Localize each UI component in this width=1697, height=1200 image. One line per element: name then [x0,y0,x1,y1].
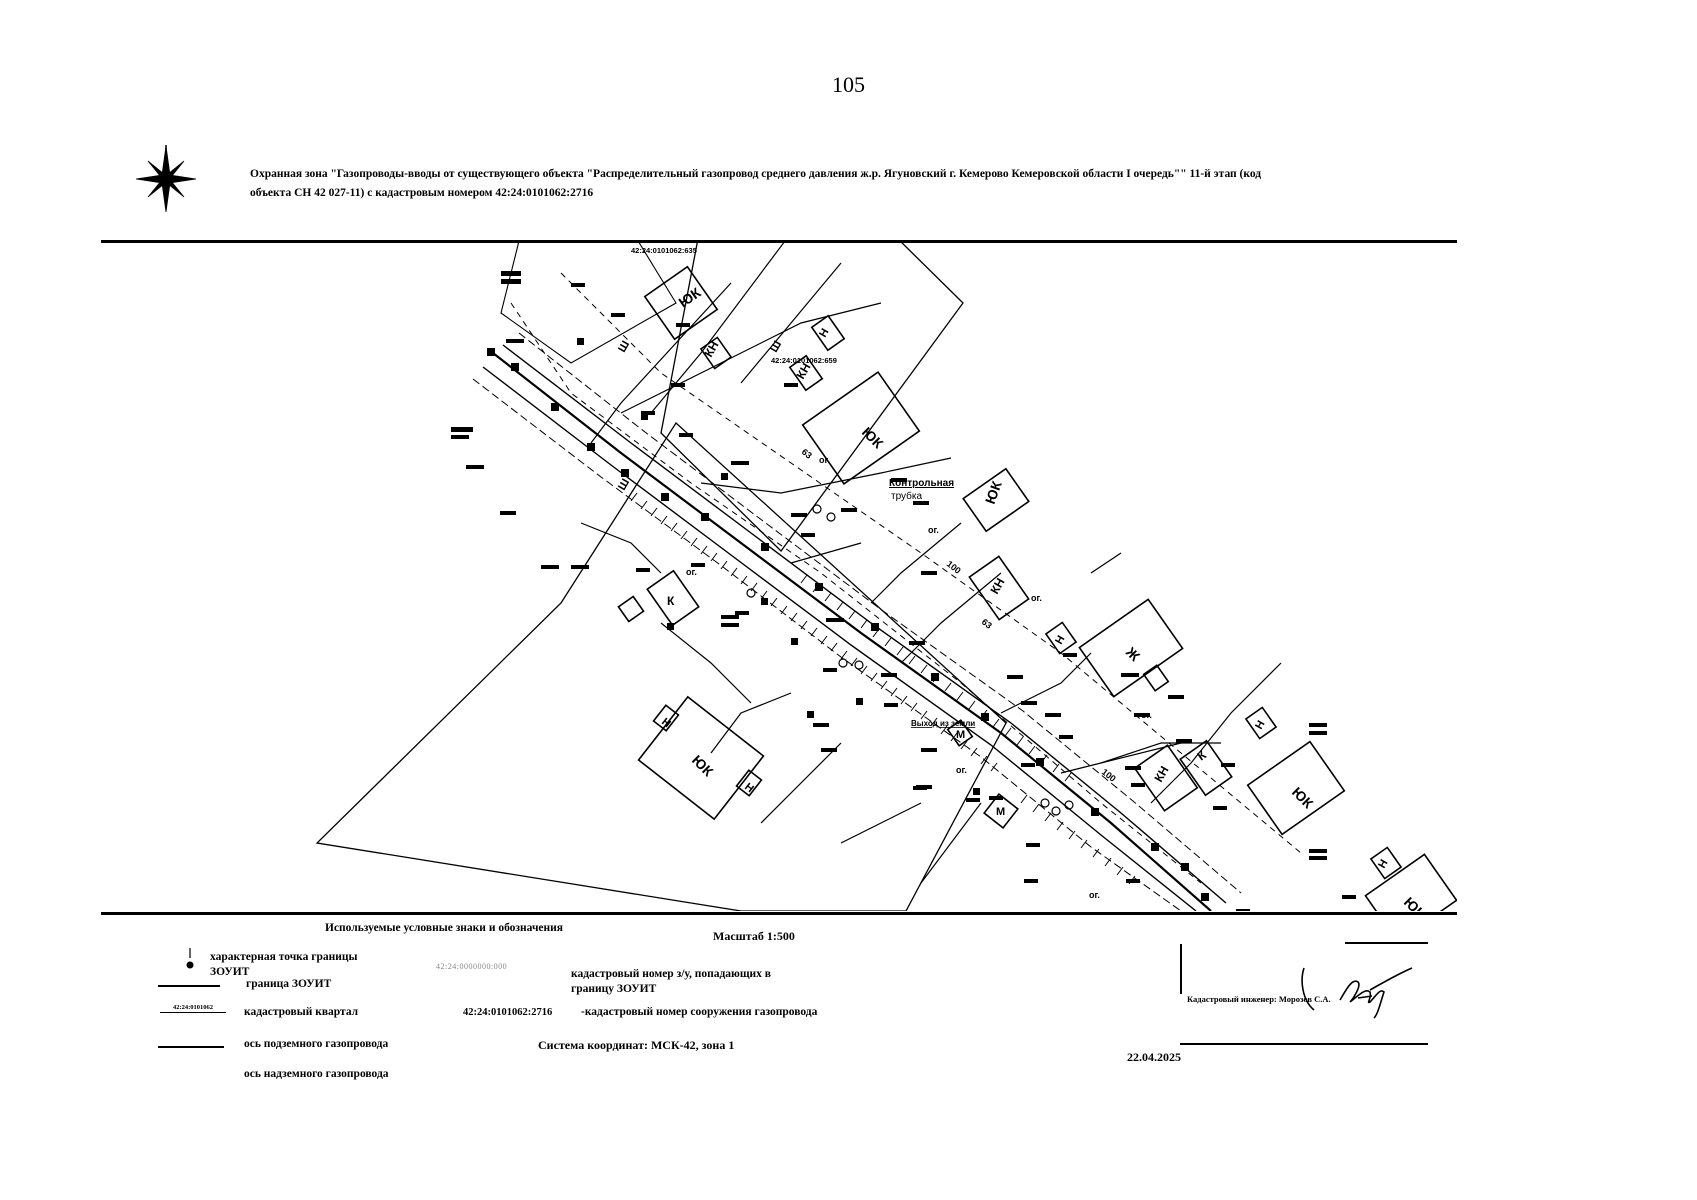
boundary-line-symbol [158,985,220,987]
pipeline-corridor [472,332,1242,911]
label-cad-top: 42:24:0101062:635 [631,246,697,255]
label-building-n-2: Н [1053,634,1067,647]
legend-item-cadastre-block: кадастровый квартал [244,1006,359,1018]
coordinate-system: Система координат: МСК-42, зона 1 [538,1038,735,1052]
underground-line-symbol [158,1046,224,1048]
label-building-yuk-2: ЮК [859,424,887,452]
signature-line-bottom [1180,1043,1428,1045]
legend-item-point: характерная точка границы ЗОУИТ [210,950,357,980]
parcel-number-sample: 42:24:0000000:000 [436,962,508,971]
document-title: Охранная зона "Газопроводы-вводы от суще… [250,165,1420,203]
title-line-1: Охранная зона "Газопроводы-вводы от суще… [250,168,1262,180]
buildings [617,265,1457,911]
legend-heading: Используемые условные знаки и обозначени… [325,922,564,934]
legend-item-structure: -кадастровый номер сооружения газопровод… [581,1006,818,1018]
signature-date: 22.04.2025 [1127,1050,1181,1064]
legend-item-aboveground: ось надземного газопровода [244,1068,389,1080]
label-building-kn-3: КН [987,576,1007,597]
label-building-k-1: К [667,594,675,608]
title-line-2: объекта СН 42 027-11) с кадастровым номе… [250,187,594,199]
parcel-north-small [500,243,677,364]
label-building-yuk-4: ЮК [689,752,717,780]
label-building-yuk-5: ЮК [1289,784,1317,812]
legend-item-point-line2: ЗОУИТ [210,966,250,978]
label-fence-2: ог. [819,455,830,465]
label-building-n-5: Н [659,716,673,730]
label-building-kn-1: КН [701,339,721,360]
label-building-zh-1: Ж [1122,643,1143,664]
page-number: 105 [832,72,865,97]
parcel-large-north [660,243,964,552]
label-building-yuk-3: ЮК [982,479,1005,506]
map-frame-bottom [101,912,1457,915]
engineer-label: Кадастровый инженер: Морозов С.А. [1187,994,1331,1004]
structure-number-sample: 42:24:0101062:2716 [463,1007,553,1018]
parcel-edge-dashed-1 [510,302,1202,884]
label-fence-5: ог. [1141,710,1152,720]
legend-item-parcel-line2: границу ЗОУИТ [571,983,657,995]
well-markers [746,504,1074,816]
label-d63-2: 63 [980,617,994,631]
label-fence-7: ог. [1089,890,1100,900]
pipeline-ticks [630,492,1136,885]
label-building-kn-4: КН [1151,764,1171,785]
label-sh-2: Ш [768,339,784,355]
scale-label: Масштаб 1:500 [713,929,795,943]
label-building-m-2: М [996,806,1005,818]
cadastral-map: 42:24:0101062:635 42:24:0101062:659 Конт… [315,243,1457,911]
legend-item-parcel-line1: кадастровый номер з/у, попадающих в [571,968,772,980]
label-sh-3: Ш [616,339,632,355]
signature-line-top [1345,942,1428,944]
label-fence-3: ог. [928,525,939,535]
parcel-large-southwest [315,422,1007,911]
utility-lines [580,243,1282,884]
label-building-yuk-1: ЮК [676,284,704,311]
label-building-n-3: Н [1253,719,1267,732]
label-d100-1: 100 [945,559,963,576]
label-sh-1: Ш [616,477,632,493]
parcel-edge-dashed-2 [560,272,1302,854]
label-building-yuk-6: ЮК [1401,894,1429,911]
label-building-k-2: К [1195,747,1210,763]
cadastre-block-sample: 42:24:0101062 [160,1003,226,1013]
label-fence-6: ог. [956,765,967,775]
signature-bracket [1180,944,1182,994]
handwritten-signature-icon [1301,967,1413,1019]
label-cad-mid: 42:24:0101062:659 [771,356,837,365]
label-d63-1: 63 [800,447,814,461]
characteristic-point-symbol-icon [186,948,194,969]
label-fence-4: ог. [1031,593,1042,603]
elevation-marks [451,271,1356,911]
label-d100-2: 100 [1100,767,1118,784]
characteristic-points [487,338,1209,901]
legend-item-boundary: граница ЗОУИТ [246,978,332,990]
label-exit-ground: Выход из земли [911,719,975,728]
legend-item-point-line1: характерная точка границы [210,951,358,963]
label-control-tube: Контрольная [889,478,954,489]
map-frame-top [101,240,1457,243]
label-building-kn-2: КН [793,361,813,382]
legend-item-parcel: кадастровый номер з/у, попадающих в гран… [571,967,771,997]
label-fence-1: ог. [686,567,697,577]
label-building-n-6: Н [742,781,756,795]
legend-item-underground: ось подземного газопровода [244,1038,389,1050]
compass-rose-icon [135,145,197,213]
label-building-m-1: М [956,729,965,741]
label-control-tube-2: трубка [891,490,922,502]
